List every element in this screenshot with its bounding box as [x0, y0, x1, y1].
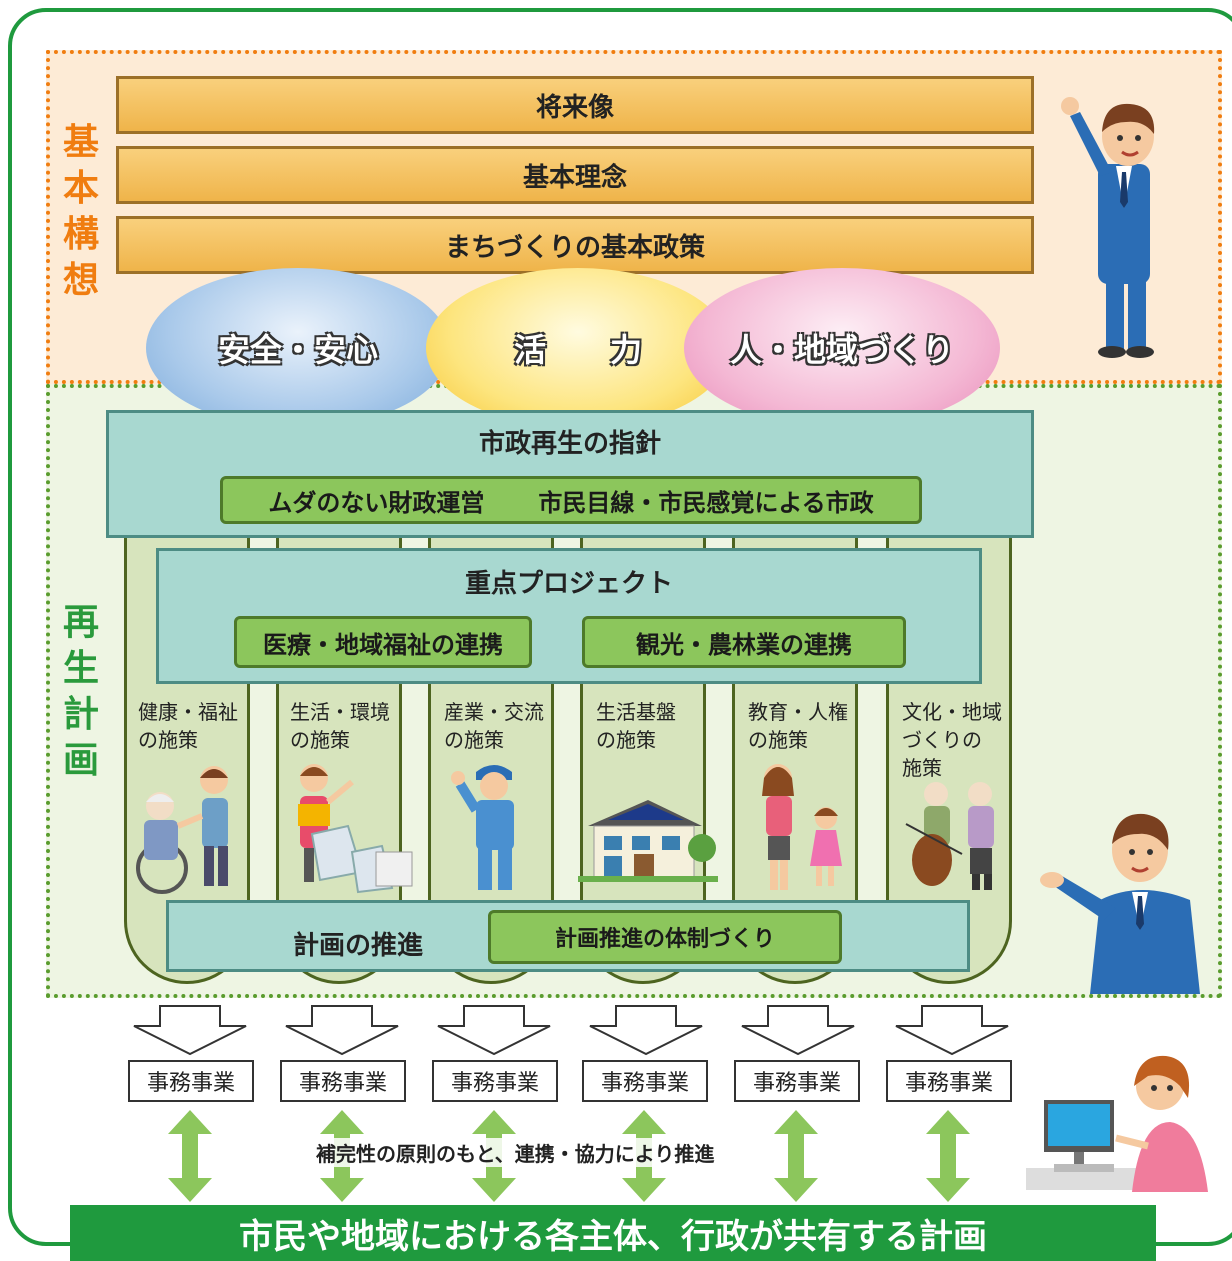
- saisei-keikaku-label: 再生計画: [62, 602, 99, 781]
- theme-anzen-anshin: 安全・安心: [146, 268, 450, 428]
- vision-bar-shouraizou: 将来像: [116, 76, 1034, 134]
- vision-bar-kihon-seisaku: まちづくりの基本政策: [116, 216, 1034, 274]
- jimu-jigyou-4: 事務事業: [582, 1060, 708, 1102]
- shisei-item-zaisei: ムダのない財政運営: [268, 488, 485, 517]
- woman-at-computer-illustration: [1026, 1055, 1208, 1192]
- juten-project-title: 重点プロジェクト: [464, 569, 673, 599]
- jimu-jigyou-1: 事務事業: [128, 1060, 254, 1102]
- suishin-taisei-item: 計画推進の体制づくり: [488, 910, 842, 964]
- policy-label-4: 生活基盤の施策: [596, 700, 676, 752]
- down-arrows: [133, 1005, 1009, 1056]
- shisei-saisei-items: ムダのない財政運営 市民目線・市民感覚による市政: [220, 476, 922, 524]
- kihon-kousou-label: 基本構想: [62, 122, 99, 301]
- jimu-jigyou-3: 事務事業: [432, 1060, 558, 1102]
- vision-bar-kihon-rinen: 基本理念: [116, 146, 1034, 204]
- policy-label-1: 健康・福祉の施策: [138, 700, 238, 752]
- shisei-saisei-title: 市政再生の指針: [478, 429, 661, 459]
- pointing-man-illustration: [1061, 97, 1155, 358]
- education-mother-child-illustration: [762, 764, 842, 890]
- bottom-banner: 市民や地域における各主体、行政が共有する計画: [70, 1205, 1156, 1261]
- policy-label-5: 教育・人権の施策: [748, 700, 848, 752]
- policy-label-2: 生活・環境の施策: [290, 700, 390, 752]
- policy-label-6: 文化・地域づくりの施策: [902, 700, 1002, 780]
- presenting-man-illustration: [1040, 813, 1200, 994]
- keikaku-suishin-title: 計画の推進: [293, 931, 424, 961]
- culture-elderly-musicians-illustration: [905, 782, 994, 890]
- jimu-jigyou-5: 事務事業: [734, 1060, 860, 1102]
- welfare-wheelchair-illustration: [136, 766, 228, 894]
- juten-item-kankou: 観光・農林業の連携: [582, 616, 906, 668]
- shisei-item-shimin: 市民目線・市民感覚による市政: [538, 488, 874, 517]
- house-illustration: [578, 800, 718, 882]
- theme-katsuryoku: 活 力: [426, 268, 730, 428]
- industry-worker-illustration: [451, 765, 514, 890]
- jimu-jigyou-6: 事務事業: [886, 1060, 1012, 1102]
- juten-item-iryou: 医療・地域福祉の連携: [234, 616, 532, 668]
- policy-label-3: 産業・交流の施策: [444, 700, 544, 752]
- theme-hito-chiiki: 人・地域づくり: [684, 268, 1000, 428]
- jimu-jigyou-2: 事務事業: [280, 1060, 406, 1102]
- environment-recycling-illustration: [298, 764, 413, 894]
- hokansei-note: 補完性の原則のもと、連携・協力により推進: [316, 1138, 715, 1167]
